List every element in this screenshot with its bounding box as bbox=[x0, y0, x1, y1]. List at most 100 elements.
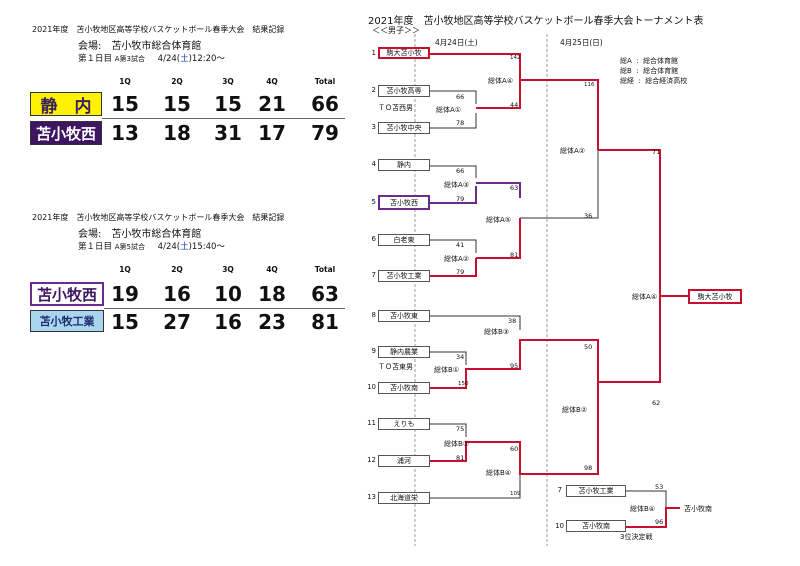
score-total: 81 bbox=[311, 310, 339, 334]
quarter-header: 1Q bbox=[119, 265, 131, 274]
quarter-header: 2Q bbox=[171, 77, 183, 86]
match-venue: 総体B② bbox=[444, 440, 470, 448]
score-cell: 16 bbox=[163, 282, 191, 306]
match-venue: 総体A④ bbox=[488, 77, 514, 85]
bracket-division: ＜＜男子＞＞ bbox=[372, 26, 420, 35]
match-venue: 総体B③ bbox=[484, 328, 510, 336]
game1-team1-name: 静 内 bbox=[30, 92, 102, 117]
team-box: 苫小牧工業 bbox=[378, 270, 430, 282]
score-cell: 23 bbox=[258, 310, 286, 334]
match-score: 41 bbox=[456, 241, 465, 249]
match-venue: 総体A② bbox=[444, 255, 470, 263]
third-place-label: 3位決定戦 bbox=[620, 533, 653, 541]
legend-item: 総A : 総合体育館 bbox=[620, 57, 679, 65]
legend-item: 総経 : 総合経済高校 bbox=[620, 77, 688, 85]
team-box: 浦河 bbox=[378, 455, 430, 467]
quarter-header: 4Q bbox=[266, 265, 278, 274]
match-score: 116 bbox=[584, 82, 595, 88]
quarter-header: Total bbox=[314, 77, 336, 86]
champion-box: 駒大苫小牧 bbox=[688, 289, 742, 304]
match-score: 78 bbox=[456, 119, 465, 127]
team-box: 苫小牧南 bbox=[378, 382, 430, 394]
team-box: 白老東 bbox=[378, 234, 430, 246]
game2-team1-name: 苫小牧西 bbox=[30, 282, 104, 306]
legend-item: 総B : 総合体育館 bbox=[620, 67, 679, 75]
score-cell: 18 bbox=[258, 282, 286, 306]
game2-venue: 会場: 苫小牧市総合体育館 bbox=[78, 229, 202, 240]
team-box: 北海道栄 bbox=[378, 492, 430, 504]
match-score: 63 bbox=[510, 184, 519, 192]
game1-header: 2021年度 苫小牧地区高等学校バスケットボール春季大会 結果記録 bbox=[32, 25, 285, 34]
score-cell: 27 bbox=[163, 310, 191, 334]
match-score: 75 bbox=[456, 425, 465, 433]
game1-team2-name: 苫小牧西 bbox=[30, 121, 102, 145]
match-score: 66 bbox=[456, 167, 465, 175]
match-venue: ＴＯ苫東男 bbox=[378, 363, 413, 371]
team-box: 駒大苫小牧 bbox=[378, 47, 430, 59]
match-score: 150 bbox=[458, 381, 469, 387]
quarter-header: 2Q bbox=[171, 265, 183, 274]
match-venue: 総体B② bbox=[562, 406, 588, 414]
game2-header: 2021年度 苫小牧地区高等学校バスケットボール春季大会 結果記録 bbox=[32, 213, 285, 222]
match-venue: 総体A④ bbox=[632, 293, 658, 301]
game1-day: 第１日目 A第3試合 4/24(土)12:20～ bbox=[78, 54, 225, 64]
score-cell: 19 bbox=[111, 282, 139, 306]
match-score: 44 bbox=[510, 101, 519, 109]
quarter-header: 3Q bbox=[222, 77, 234, 86]
quarter-header: 4Q bbox=[266, 77, 278, 86]
team-box: えりも bbox=[378, 418, 430, 430]
team-box: 苫小牧中央 bbox=[378, 122, 430, 134]
divider bbox=[102, 118, 345, 119]
score-cell: 15 bbox=[111, 92, 139, 116]
match-score: 62 bbox=[652, 399, 661, 407]
score-cell: 15 bbox=[163, 92, 191, 116]
day2-label: 4月25日(日) bbox=[560, 38, 603, 47]
match-score: 53 bbox=[655, 483, 664, 491]
team-box: 苫小牧東 bbox=[378, 310, 430, 322]
match-score: 109 bbox=[510, 491, 521, 497]
match-score: 66 bbox=[456, 93, 465, 101]
match-score: 98 bbox=[584, 464, 593, 472]
match-venue: 総体B① bbox=[434, 366, 460, 374]
team-box: 苫小牧高専 bbox=[378, 85, 430, 97]
score-cell: 31 bbox=[214, 121, 242, 145]
team-box: 苫小牧工業 bbox=[566, 485, 626, 497]
match-score: 36 bbox=[584, 212, 593, 220]
team-box: 苫小牧西 bbox=[378, 195, 430, 210]
match-venue: ＴＯ苫西男 bbox=[378, 104, 413, 112]
score-cell: 21 bbox=[258, 92, 286, 116]
score-total: 66 bbox=[311, 92, 339, 116]
match-score: 81 bbox=[456, 454, 465, 462]
match-venue: 総体A③ bbox=[444, 181, 470, 189]
match-score: 96 bbox=[655, 518, 664, 526]
match-score: 50 bbox=[584, 343, 593, 351]
team-box: 苫小牧南 bbox=[566, 520, 626, 532]
match-score: 81 bbox=[510, 251, 519, 259]
team-box: 静内 bbox=[378, 159, 430, 171]
match-venue: 総体A① bbox=[436, 106, 462, 114]
match-score: 79 bbox=[456, 268, 465, 276]
score-cell: 13 bbox=[111, 121, 139, 145]
bracket-title: 2021年度 苫小牧地区高等学校バスケットボール春季大会トーナメント表 bbox=[368, 16, 704, 27]
match-venue: 総体B④ bbox=[630, 505, 656, 513]
score-cell: 16 bbox=[214, 310, 242, 334]
score-total: 63 bbox=[311, 282, 339, 306]
match-score: 142 bbox=[510, 55, 521, 61]
game1-venue: 会場: 苫小牧市総合体育館 bbox=[78, 41, 202, 52]
match-score: 38 bbox=[508, 317, 517, 325]
team-box: 静内農業 bbox=[378, 346, 430, 358]
day1-label: 4月24日(土) bbox=[435, 38, 478, 47]
divider bbox=[104, 308, 345, 309]
match-score: 95 bbox=[510, 362, 519, 370]
score-cell: 15 bbox=[111, 310, 139, 334]
match-score: 79 bbox=[456, 195, 465, 203]
score-cell: 10 bbox=[214, 282, 242, 306]
score-total: 79 bbox=[311, 121, 339, 145]
match-venue: 総体A② bbox=[560, 147, 586, 155]
match-venue: 総体A⑤ bbox=[486, 216, 512, 224]
third-place-winner: 苫小牧南 bbox=[684, 505, 712, 513]
quarter-header: Total bbox=[314, 265, 336, 274]
quarter-header: 1Q bbox=[119, 77, 131, 86]
score-cell: 17 bbox=[258, 121, 286, 145]
match-venue: 総体B④ bbox=[486, 469, 512, 477]
